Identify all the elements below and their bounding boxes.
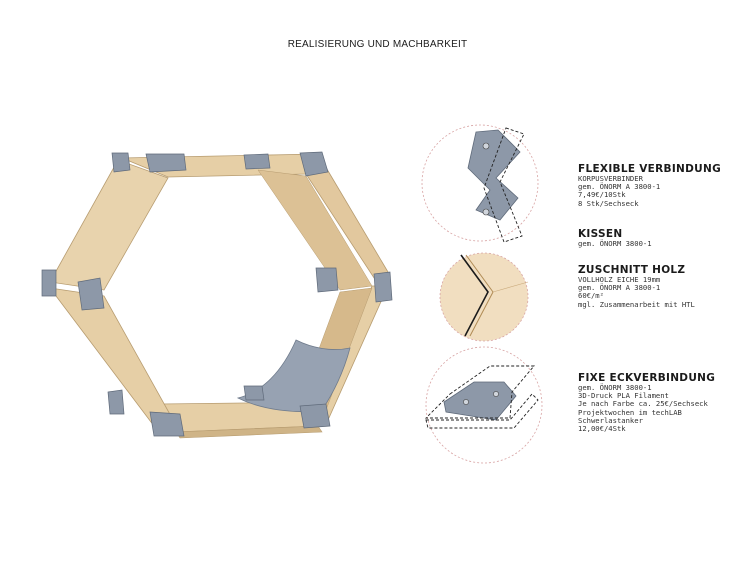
section-line: 60€/m² xyxy=(578,291,604,301)
board-upper-left xyxy=(49,159,169,291)
detail-wood xyxy=(439,252,529,342)
connector-left-inner xyxy=(77,277,105,311)
connector-top-left-2 xyxy=(145,153,187,173)
section-line: gem. ÖNORM 3800-1 xyxy=(578,383,652,392)
section-flexible-verbindung: FLEXIBLE VERBINDUNG KORPUSVERBINDER gem.… xyxy=(578,163,721,208)
cushion xyxy=(236,339,351,412)
connector-left xyxy=(41,269,57,297)
hexagon-frame xyxy=(49,153,389,439)
corner-connectors xyxy=(41,151,393,437)
section-line: 12,00€/4Stk xyxy=(578,424,626,434)
section-heading: FIXE ECKVERBINDUNG xyxy=(578,372,716,384)
section-line: gem. ÖNORM A 3800-1 xyxy=(578,283,661,293)
section-line: 8 Stk/Sechseck xyxy=(578,198,639,208)
connector-bottom-left xyxy=(149,411,185,437)
connector-right-inner xyxy=(315,267,339,293)
section-line: gem. ÖNORM A 3800-1 xyxy=(578,182,661,192)
section-heading: KISSEN xyxy=(578,228,623,240)
section-line: KORPUSVERBINDER xyxy=(578,174,643,183)
section-heading: ZUSCHNITT HOLZ xyxy=(578,264,686,276)
page-title: REALISIERUNG UND MACHBARKEIT xyxy=(287,39,468,50)
connector-top-left xyxy=(111,152,131,173)
connector-top-mid xyxy=(243,153,271,170)
connector-bottom-right xyxy=(299,403,331,429)
section-line: mgl. Zusammenarbeit mit HTL xyxy=(578,299,695,309)
section-line: gem. ÖNORM 3800-1 xyxy=(578,239,652,248)
connector-top-right xyxy=(299,151,329,177)
section-line: 3D-Druck PLA Filament xyxy=(578,391,669,401)
detail-fixed xyxy=(424,346,543,464)
connector-bottom-mid xyxy=(243,385,265,401)
section-line: VOLLHOLZ EICHE 19mm xyxy=(578,275,661,284)
section-fixe-eckverbindung: FIXE ECKVERBINDUNG gem. ÖNORM 3800-1 3D-… xyxy=(578,372,715,433)
section-line: Je nach Farbe ca. 25€/Sechseck xyxy=(578,399,708,409)
section-line: Schwerlastanker xyxy=(578,415,643,425)
section-kissen: KISSEN gem. ÖNORM 3800-1 xyxy=(578,228,652,248)
detail-flexible xyxy=(421,124,539,243)
connector-bottom-left-2 xyxy=(107,389,125,415)
section-zuschnitt-holz: ZUSCHNITT HOLZ VOLLHOLZ EICHE 19mm gem. … xyxy=(578,264,695,309)
section-line: Projektwochen im techLAB xyxy=(578,407,682,417)
connector-right xyxy=(373,271,393,303)
section-line: 7,49€/10Stk xyxy=(578,190,626,200)
section-heading: FLEXIBLE VERBINDUNG xyxy=(578,163,721,175)
